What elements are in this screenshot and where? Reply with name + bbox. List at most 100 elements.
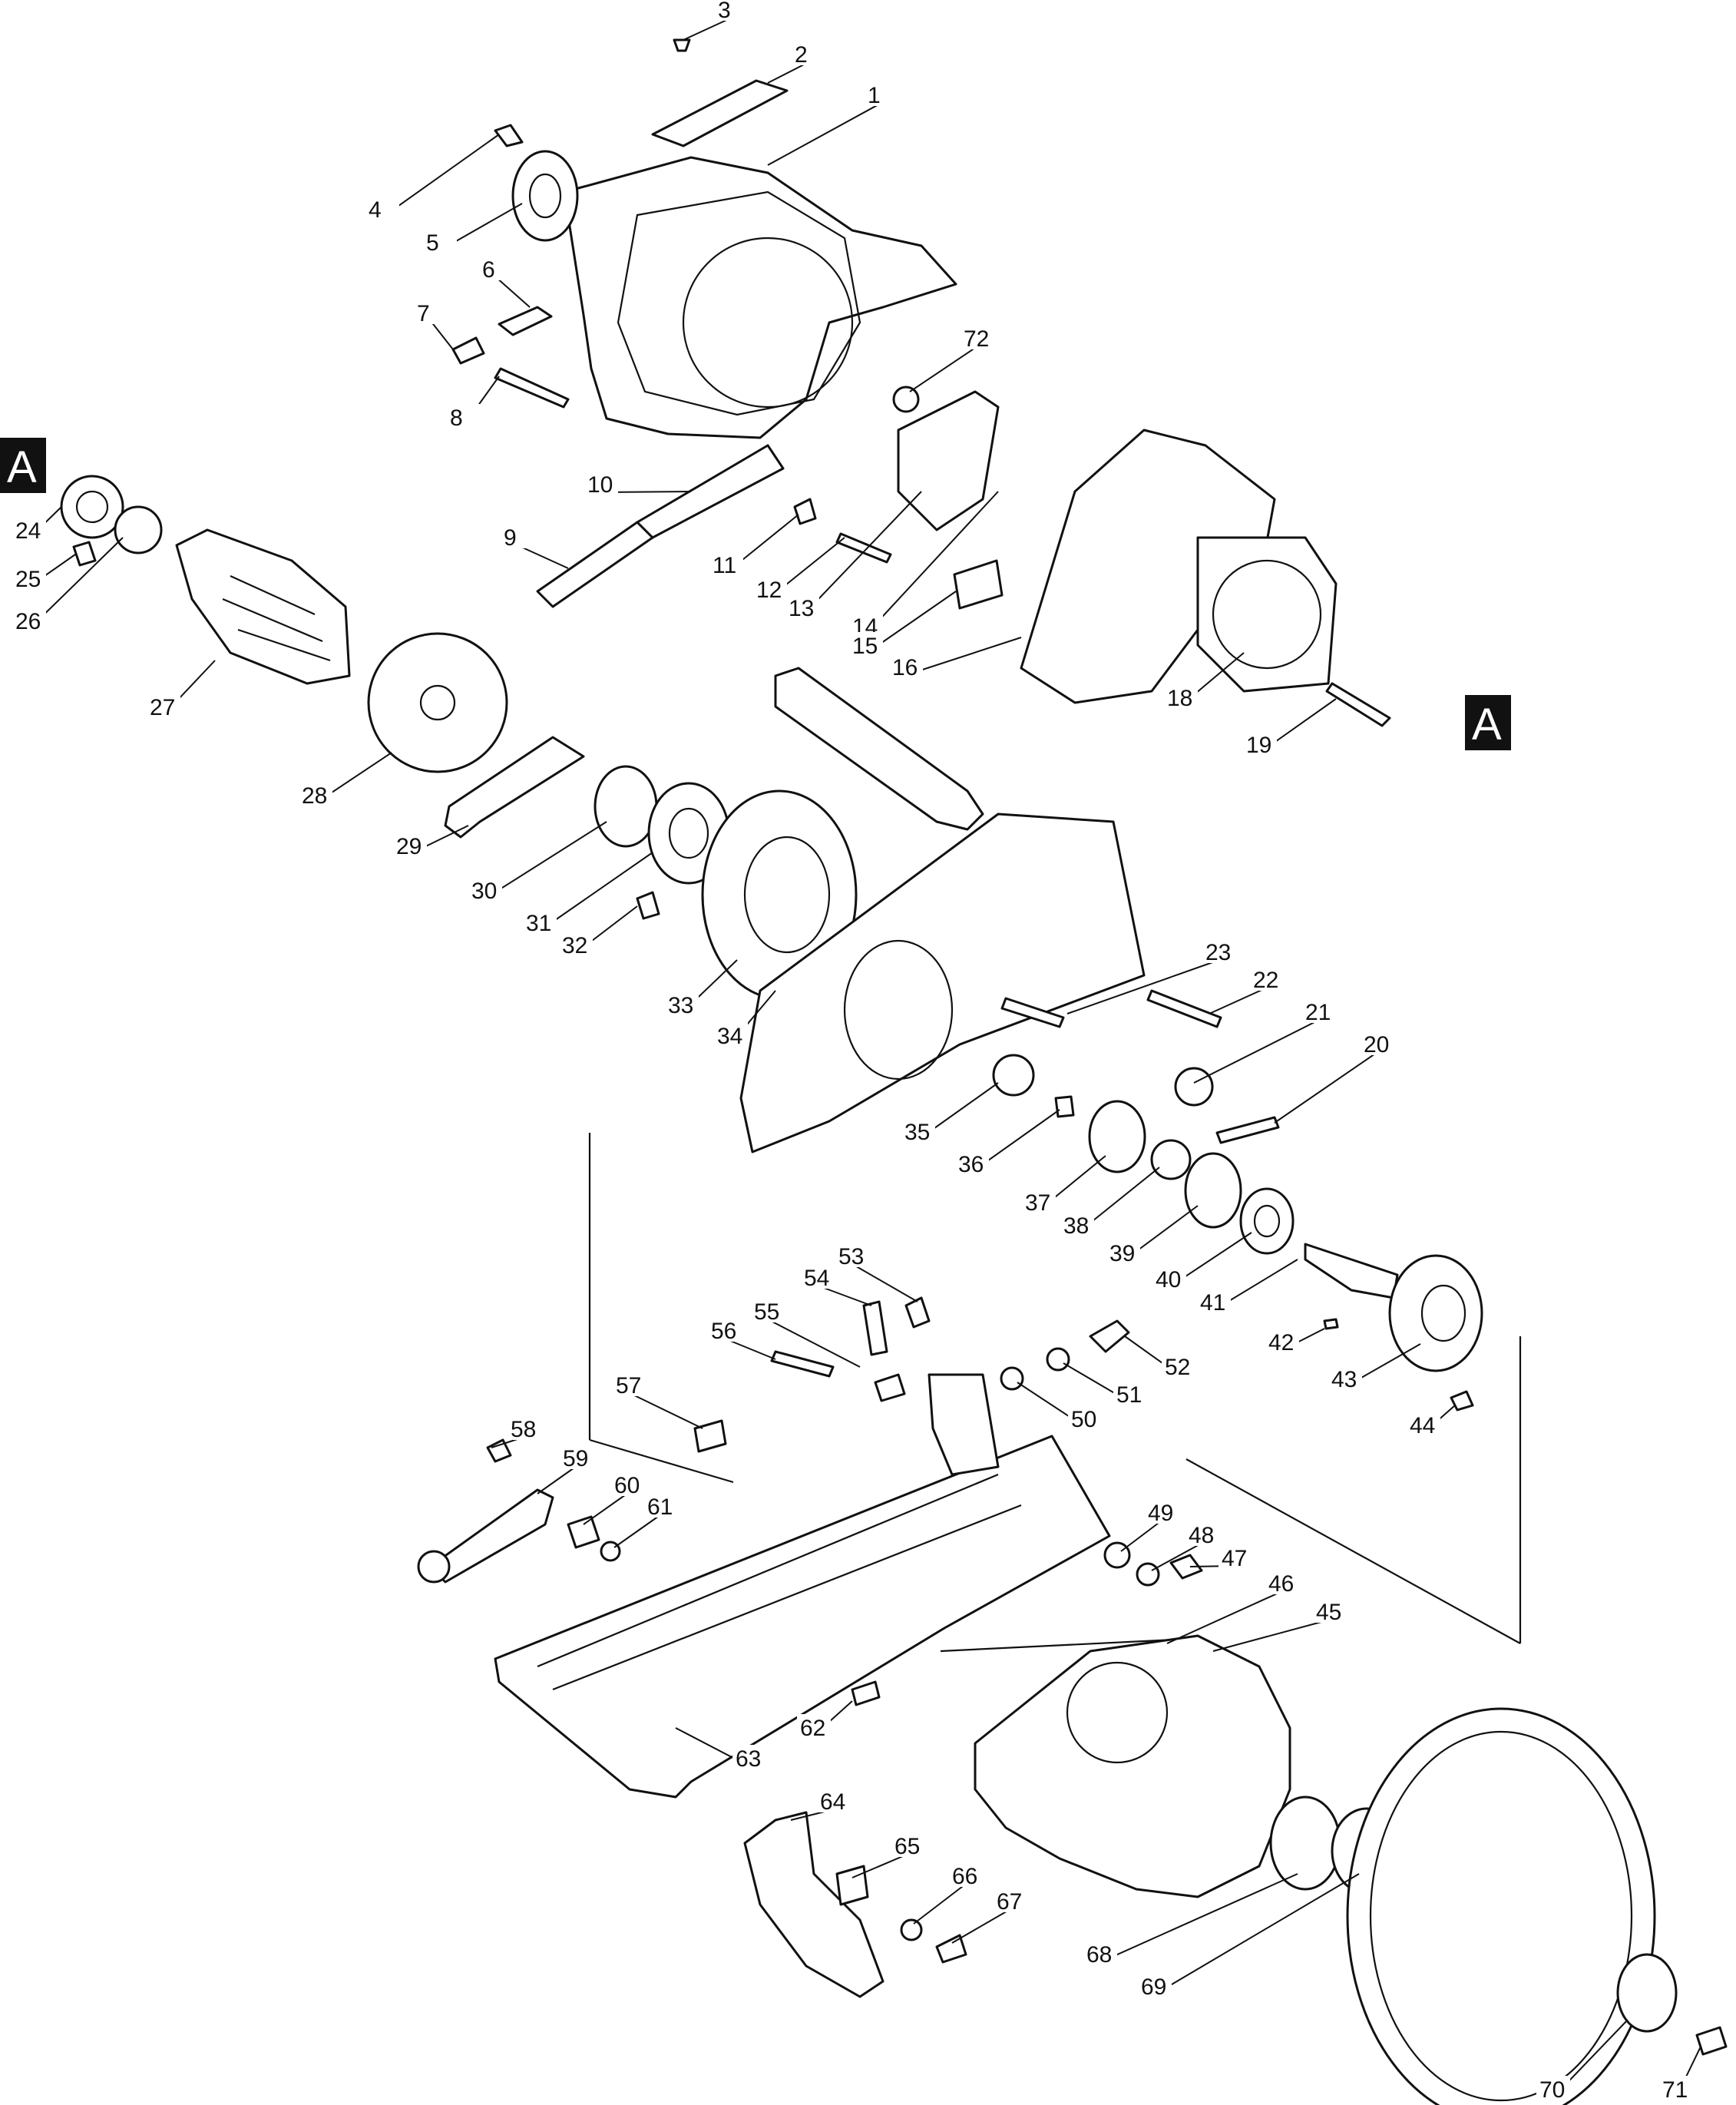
part-number-27: 27	[150, 695, 175, 720]
part-number-32: 32	[562, 933, 587, 958]
brush-cap	[511, 150, 579, 242]
leader-line-20	[1274, 1051, 1378, 1124]
callout-37: 37	[1022, 1155, 1106, 1216]
leader-line-46	[1166, 1590, 1283, 1644]
part-number-19: 19	[1246, 733, 1271, 758]
leader-line-4	[382, 134, 500, 218]
label-bg-71	[1659, 2076, 1693, 2100]
switch	[897, 390, 1000, 531]
leader-line-60	[583, 1492, 629, 1525]
part-number-59: 59	[563, 1446, 588, 1471]
callout-72: 72	[909, 325, 994, 392]
label-bg-55	[751, 1298, 785, 1322]
part-number-56: 56	[711, 1319, 736, 1344]
label-bg-36	[955, 1150, 989, 1175]
label-bg-41	[1197, 1289, 1231, 1313]
part-number-1: 1	[868, 83, 881, 108]
callout-4: 4	[365, 134, 500, 223]
leader-line-66	[913, 1883, 967, 1925]
callout-49: 49	[1120, 1499, 1179, 1552]
label-bg-68	[1083, 1941, 1117, 1965]
label-bg-25	[12, 565, 46, 590]
callout-2: 2	[767, 41, 825, 84]
label-bg-28	[299, 782, 332, 806]
label-bg-34	[714, 1022, 748, 1047]
callout-25: 25	[12, 554, 76, 592]
flange-70	[1616, 1953, 1678, 2033]
leader-line-22	[1209, 987, 1268, 1014]
leader-line-2	[767, 61, 809, 84]
label-bg-65	[891, 1832, 925, 1857]
label-bg-8	[447, 404, 481, 429]
ring-68	[1269, 1796, 1341, 1891]
part-number-69: 69	[1141, 1974, 1166, 2000]
part-number-8: 8	[450, 405, 463, 431]
callout-60: 60	[583, 1471, 645, 1525]
label-bg-37	[1022, 1189, 1056, 1213]
leader-line-59	[537, 1465, 577, 1494]
label-bg-5	[423, 229, 457, 253]
label-bg-52	[1162, 1353, 1195, 1378]
part-number-33: 33	[668, 993, 693, 1018]
label-bg-60	[611, 1471, 645, 1496]
label-bg-56	[708, 1317, 742, 1342]
label-bg-69	[1138, 1973, 1172, 1997]
leader-line-65	[851, 1853, 909, 1878]
label-bg-42	[1265, 1329, 1299, 1353]
part-number-28: 28	[302, 783, 327, 809]
part-number-3: 3	[718, 0, 731, 23]
part-number-61: 61	[647, 1494, 673, 1520]
callout-51: 51	[1063, 1362, 1147, 1408]
callout-28: 28	[299, 752, 392, 809]
leader-line-49	[1120, 1520, 1162, 1552]
part-number-26: 26	[15, 609, 41, 634]
callout-42: 42	[1265, 1328, 1325, 1355]
callout-53: 53	[835, 1243, 918, 1302]
callout-40: 40	[1152, 1232, 1252, 1292]
callout-35: 35	[901, 1082, 999, 1145]
part-number-39: 39	[1109, 1241, 1135, 1266]
part-number-57: 57	[616, 1373, 641, 1398]
label-bg-45	[1313, 1598, 1347, 1623]
callout-34: 34	[714, 990, 776, 1049]
part-number-29: 29	[396, 834, 422, 859]
label-bg-3	[715, 0, 749, 21]
part-number-4: 4	[369, 197, 382, 223]
callout-62: 62	[797, 1700, 853, 1741]
callout-18: 18	[1164, 652, 1245, 711]
label-bg-16	[889, 654, 923, 678]
callout-54: 54	[801, 1264, 872, 1306]
label-bg-53	[835, 1243, 869, 1267]
part-number-68: 68	[1086, 1942, 1112, 1968]
part-number-43: 43	[1331, 1367, 1357, 1392]
label-bg-50	[1068, 1405, 1102, 1430]
callout-11: 11	[709, 514, 799, 578]
spring	[940, 1638, 1176, 1653]
leader-line-14	[865, 491, 999, 635]
callout-63: 63	[675, 1727, 766, 1772]
part-number-47: 47	[1222, 1546, 1247, 1571]
label-bg-26	[12, 607, 46, 632]
callout-29: 29	[393, 825, 469, 859]
callout-48: 48	[1151, 1521, 1219, 1571]
label-bg-44	[1407, 1412, 1440, 1436]
callout-32: 32	[559, 905, 638, 958]
part-number-12: 12	[756, 578, 782, 603]
label-bg-10	[584, 471, 618, 495]
parts	[60, 38, 1728, 2105]
part-number-53: 53	[838, 1244, 864, 1269]
label-bg-38	[1060, 1212, 1094, 1236]
part-number-18: 18	[1167, 686, 1192, 711]
svg-text:A: A	[7, 442, 37, 492]
callout-23: 23	[1066, 938, 1236, 1014]
callout-19: 19	[1243, 698, 1337, 758]
depth-guide	[928, 1373, 1000, 1476]
leader-line-31	[539, 852, 653, 932]
label-bg-32	[559, 932, 593, 956]
label-bg-21	[1302, 998, 1336, 1023]
part-number-52: 52	[1165, 1355, 1190, 1380]
part-number-71: 71	[1662, 2077, 1688, 2103]
label-bg-46	[1265, 1570, 1299, 1594]
callout-9: 9	[501, 524, 569, 569]
side-grip	[774, 667, 984, 831]
